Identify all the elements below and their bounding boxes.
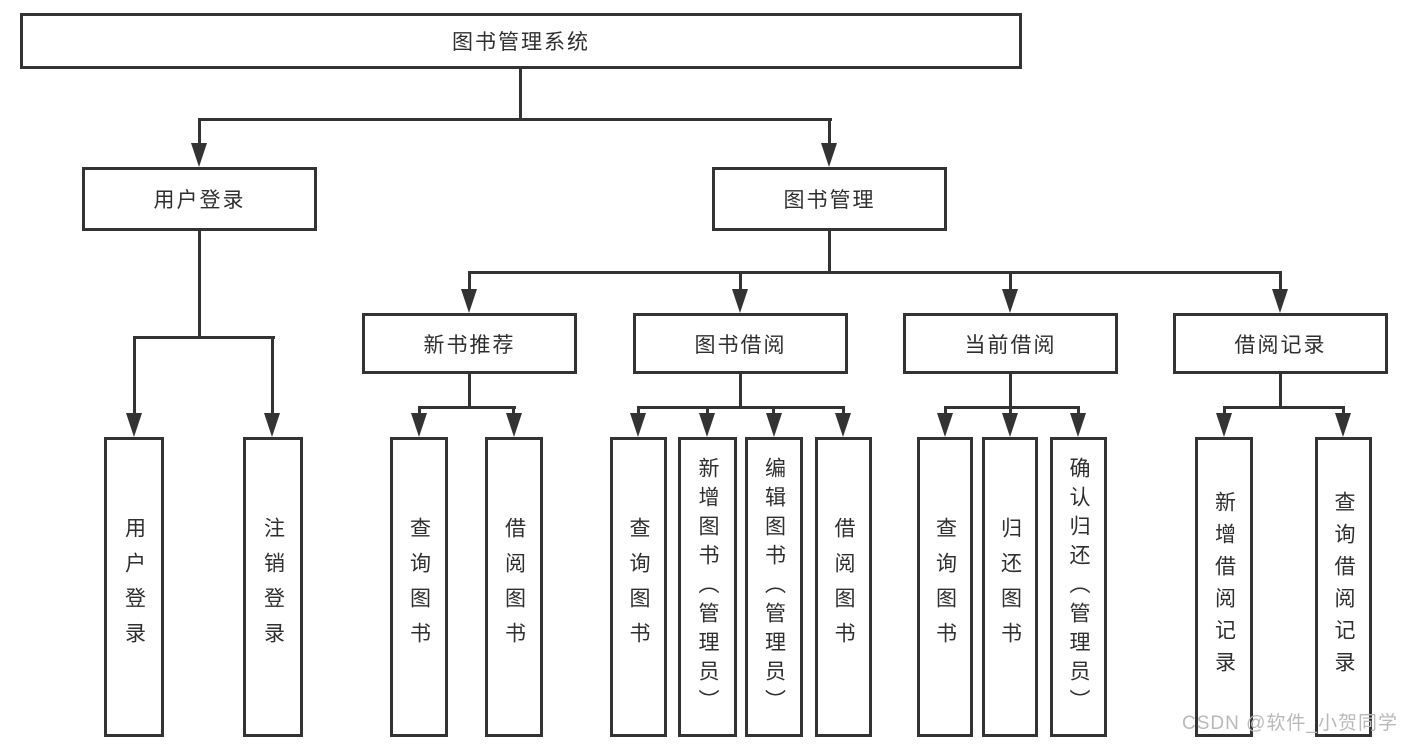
leaf-cb-return-books: 归还图书: [982, 437, 1038, 737]
edge-user-login-down: [198, 231, 201, 338]
arrow-down-icon: [835, 413, 851, 437]
edge-root-split: [198, 118, 832, 121]
arrow-down-icon: [411, 413, 427, 437]
node-library-management-system-label: 图书管理系统: [452, 31, 590, 54]
leaf-logout: 注销登录: [243, 437, 303, 737]
edge-user-login-stub-2: [271, 336, 274, 416]
leaf-br-add-borrow-record-label: 新增借阅记录: [1212, 491, 1236, 683]
arrow-down-icon: [1070, 413, 1086, 437]
leaf-nb-query-books-label: 查询图书: [407, 517, 431, 657]
node-book-management-label: 图书管理: [783, 189, 876, 212]
edge-book-mgmt-stub-3: [1009, 271, 1012, 292]
arrow-down-icon: [630, 413, 646, 437]
node-book-management: 图书管理: [712, 167, 947, 231]
edge-book-mgmt-stub-2: [739, 271, 742, 292]
arrow-down-icon: [1002, 289, 1018, 313]
leaf-logout-label: 注销登录: [261, 517, 285, 657]
leaf-nb-borrow-books-label: 借阅图书: [502, 517, 526, 657]
leaf-user-login: 用户登录: [104, 437, 164, 737]
leaf-cb-confirm-return-admin-label: 确认归还（管理员）: [1067, 456, 1090, 718]
edge-br-down: [1279, 374, 1282, 408]
arrow-down-icon: [1216, 413, 1232, 437]
edge-nb-stub-2: [512, 406, 515, 416]
node-book-borrowing: 图书借阅: [633, 313, 848, 374]
arrow-down-icon: [732, 289, 748, 313]
leaf-bb-borrow-books: 借阅图书: [815, 437, 872, 737]
leaf-bb-query-books-label: 查询图书: [627, 517, 650, 657]
edge-bb-stub-1: [637, 406, 640, 416]
node-library-management-system: 图书管理系统: [20, 13, 1022, 69]
node-current-borrowing-label: 当前借阅: [964, 333, 1057, 357]
arrow-down-icon: [1272, 289, 1288, 313]
leaf-bb-add-books-admin: 新增图书（管理员）: [678, 437, 737, 737]
leaf-cb-return-books-label: 归还图书: [998, 517, 1022, 657]
leaf-br-query-borrow-record: 查询借阅记录: [1315, 437, 1372, 737]
edge-root-stub-right: [828, 118, 831, 145]
edge-bb-stub-3: [772, 406, 775, 416]
edge-br-split: [1223, 406, 1345, 409]
node-user-login: 用户登录: [82, 167, 317, 231]
edge-cb-split: [944, 406, 1080, 409]
leaf-cb-query-books: 查询图书: [917, 437, 973, 737]
arrow-down-icon: [821, 143, 837, 167]
leaf-br-add-borrow-record: 新增借阅记录: [1195, 437, 1253, 737]
arrow-down-icon: [766, 413, 782, 437]
edge-bb-stub-4: [842, 406, 845, 416]
leaf-bb-borrow-books-label: 借阅图书: [832, 517, 855, 657]
arrow-down-icon: [1335, 413, 1351, 437]
arrow-down-icon: [506, 413, 522, 437]
edge-book-mgmt-down: [828, 231, 831, 273]
edge-bb-stub-2: [706, 406, 709, 416]
node-new-book-recommend: 新书推荐: [362, 313, 577, 374]
edge-bb-down: [739, 374, 742, 408]
leaf-bb-query-books: 查询图书: [610, 437, 667, 737]
arrow-down-icon: [264, 413, 280, 437]
edge-nb-split: [418, 406, 516, 409]
leaf-bb-edit-books-admin-label: 编辑图书（管理员）: [762, 456, 786, 718]
leaf-cb-confirm-return-admin: 确认归还（管理员）: [1050, 437, 1107, 737]
edge-cb-stub-2: [1009, 406, 1012, 416]
node-user-login-label: 用户登录: [153, 189, 246, 212]
node-borrow-records-label: 借阅记录: [1234, 333, 1327, 357]
edge-book-mgmt-split: [468, 271, 1282, 274]
edge-cb-stub-3: [1077, 406, 1080, 416]
edge-br-stub-2: [1342, 406, 1345, 416]
leaf-nb-query-books: 查询图书: [390, 437, 448, 737]
leaf-nb-borrow-books: 借阅图书: [485, 437, 543, 737]
leaf-bb-edit-books-admin: 编辑图书（管理员）: [745, 437, 803, 737]
arrow-down-icon: [461, 289, 477, 313]
leaf-user-login-label: 用户登录: [122, 517, 146, 657]
arrow-down-icon: [126, 413, 142, 437]
arrow-down-icon: [1002, 413, 1018, 437]
edge-br-stub-1: [1223, 406, 1226, 416]
edge-cb-stub-1: [944, 406, 947, 416]
edge-cb-down: [1009, 374, 1012, 408]
edge-user-login-split: [133, 336, 275, 339]
arrow-down-icon: [937, 413, 953, 437]
node-book-borrowing-label: 图书借阅: [694, 333, 787, 357]
edge-root-stub-left: [198, 118, 201, 145]
edge-nb-down: [468, 374, 471, 408]
edge-nb-stub-1: [418, 406, 421, 416]
node-new-book-recommend-label: 新书推荐: [423, 333, 516, 357]
leaf-bb-add-books-admin-label: 新增图书（管理员）: [696, 456, 719, 718]
node-current-borrowing: 当前借阅: [903, 313, 1118, 374]
edge-book-mgmt-stub-1: [468, 271, 471, 292]
arrow-down-icon: [191, 143, 207, 167]
edge-root-down: [519, 69, 522, 118]
edge-bb-split: [637, 406, 845, 409]
edge-user-login-stub-1: [133, 336, 136, 416]
csdn-watermark: CSDN @软件_小贺同学: [1182, 713, 1398, 734]
leaf-cb-query-books-label: 查询图书: [933, 517, 957, 657]
arrow-down-icon: [699, 413, 715, 437]
node-borrow-records: 借阅记录: [1173, 313, 1388, 374]
leaf-br-query-borrow-record-label: 查询借阅记录: [1332, 491, 1355, 683]
edge-book-mgmt-stub-4: [1279, 271, 1282, 292]
